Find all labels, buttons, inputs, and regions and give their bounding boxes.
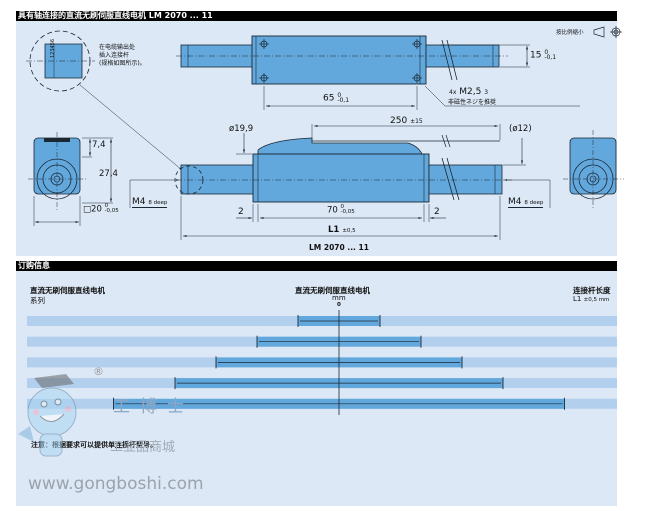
scale-note: 按比例缩小 [556, 30, 584, 36]
dim-70: 70 0 -0,05 [327, 204, 355, 216]
screw-note-jp: 非磁性ネジを推奨 [448, 99, 497, 106]
top-view [176, 35, 580, 110]
connector-note-line: 在电缆输出处 [99, 44, 136, 51]
screw-depth: 3 [484, 89, 489, 96]
dim-250-tolerance: ±15 [410, 118, 423, 125]
dim-250: 250 ±15 [390, 116, 423, 126]
dim-15: 15 0 -0,1 [530, 50, 556, 61]
end-view-left [28, 132, 113, 226]
col-length-L1: L1 [573, 295, 582, 303]
dim-70-value: 70 [327, 205, 338, 216]
col-series-sub: 系列 [30, 296, 45, 305]
model-caption: LM 2070 ... 11 [309, 243, 369, 252]
ordering-header: 订购信息 [16, 261, 617, 271]
dim-dia-12: (ø12) [509, 124, 532, 134]
watermark-brand: 工博士 [113, 397, 194, 417]
screw-size: M2,5 [459, 87, 482, 97]
tol-lower: -0,05 [340, 209, 355, 215]
tol-lower: -0,05 [104, 208, 119, 214]
dim-square-20-value: □20 [83, 204, 102, 215]
col-length-title: 连接杆长度 [573, 286, 611, 295]
tol-lower: -0,1 [544, 54, 557, 61]
tol-upper: 0 [340, 204, 345, 210]
dim-2-right: 2 [434, 207, 440, 217]
col-series-title: 直流无刷伺服直线电机 [30, 286, 105, 295]
tol-upper: 0 [337, 92, 342, 99]
dim-2-left: 2 [238, 207, 244, 217]
watermark-mall: 工业品商城 [110, 440, 176, 455]
screw-note: 4x M2,5 3 [449, 87, 488, 97]
col-length-sub: L1 ±0,5 mm [573, 295, 609, 303]
dim-square-20-tolerance: 0 -0,05 [104, 203, 119, 214]
ordering-panel [16, 271, 617, 506]
connector-note-line: 插入连接杆 [99, 52, 130, 59]
dim-L1: L1 ±0,5 [328, 225, 356, 235]
dim-65-tolerance: 0 -0,1 [337, 92, 350, 104]
dim-65-value: 65 [323, 93, 335, 104]
watermark-url: www.gongboshi.com [28, 474, 204, 494]
thread-right-depth: 8 deep [524, 200, 544, 206]
dim-70-tolerance: 0 -0,05 [340, 204, 355, 215]
dim-7-4: 7,4 [92, 140, 106, 150]
col-stroke-zero: 0 [337, 302, 341, 308]
thread-right: M4 8 deep [508, 197, 544, 208]
dim-250-value: 250 [390, 116, 408, 126]
mascot-icon [18, 374, 77, 457]
dim-15-tolerance: 0 -0,1 [544, 49, 557, 61]
ordering-note: 注意：根据要求可以提供单连接杆型号。 [31, 441, 157, 449]
col-length-tol: ±0,5 mm [583, 297, 610, 303]
tol-upper: 0 [544, 49, 549, 56]
col-stroke-title: 直流无刷伺服直线电机 [295, 286, 370, 295]
dim-65: 65 0 -0,1 [323, 93, 349, 104]
dim-dia-19-9: ø19,9 [229, 124, 254, 134]
dim-square-20: □20 0 -0,05 [83, 203, 119, 215]
thread-left-depth: 8 deep [148, 200, 168, 206]
connector-note: 在电缆输出处 插入连接杆 (规格如图所示)。 [99, 44, 146, 68]
col-stroke-unit: mm [332, 294, 346, 302]
connector-detail [26, 30, 183, 171]
dim-15-value: 15 [530, 50, 542, 61]
thread-left: M4 8 deep [132, 197, 168, 208]
connector-note-line: (规格如图所示)。 [99, 60, 146, 67]
dim-L1-value: L1 [328, 225, 340, 235]
drawing-header: 具有轴连接的直流无刷伺服直线电机 LM 2070 ... 11 [16, 11, 617, 21]
dim-27-4: 27,4 [99, 169, 118, 179]
side-view [129, 124, 551, 240]
screw-qty: 4x [449, 89, 457, 96]
tol-upper: 0 [104, 203, 109, 209]
dim-L1-tolerance: ±0,5 [342, 228, 356, 234]
watermark-registered-icon: ® [93, 365, 104, 378]
screw-hole-icon [259, 39, 422, 83]
thread-right-size: M4 [508, 197, 522, 207]
projection-symbol-icon [593, 26, 622, 38]
end-view-right [563, 130, 624, 210]
thread-left-size: M4 [132, 197, 146, 207]
tol-lower: -0,1 [337, 97, 350, 104]
technical-drawing [26, 26, 624, 240]
